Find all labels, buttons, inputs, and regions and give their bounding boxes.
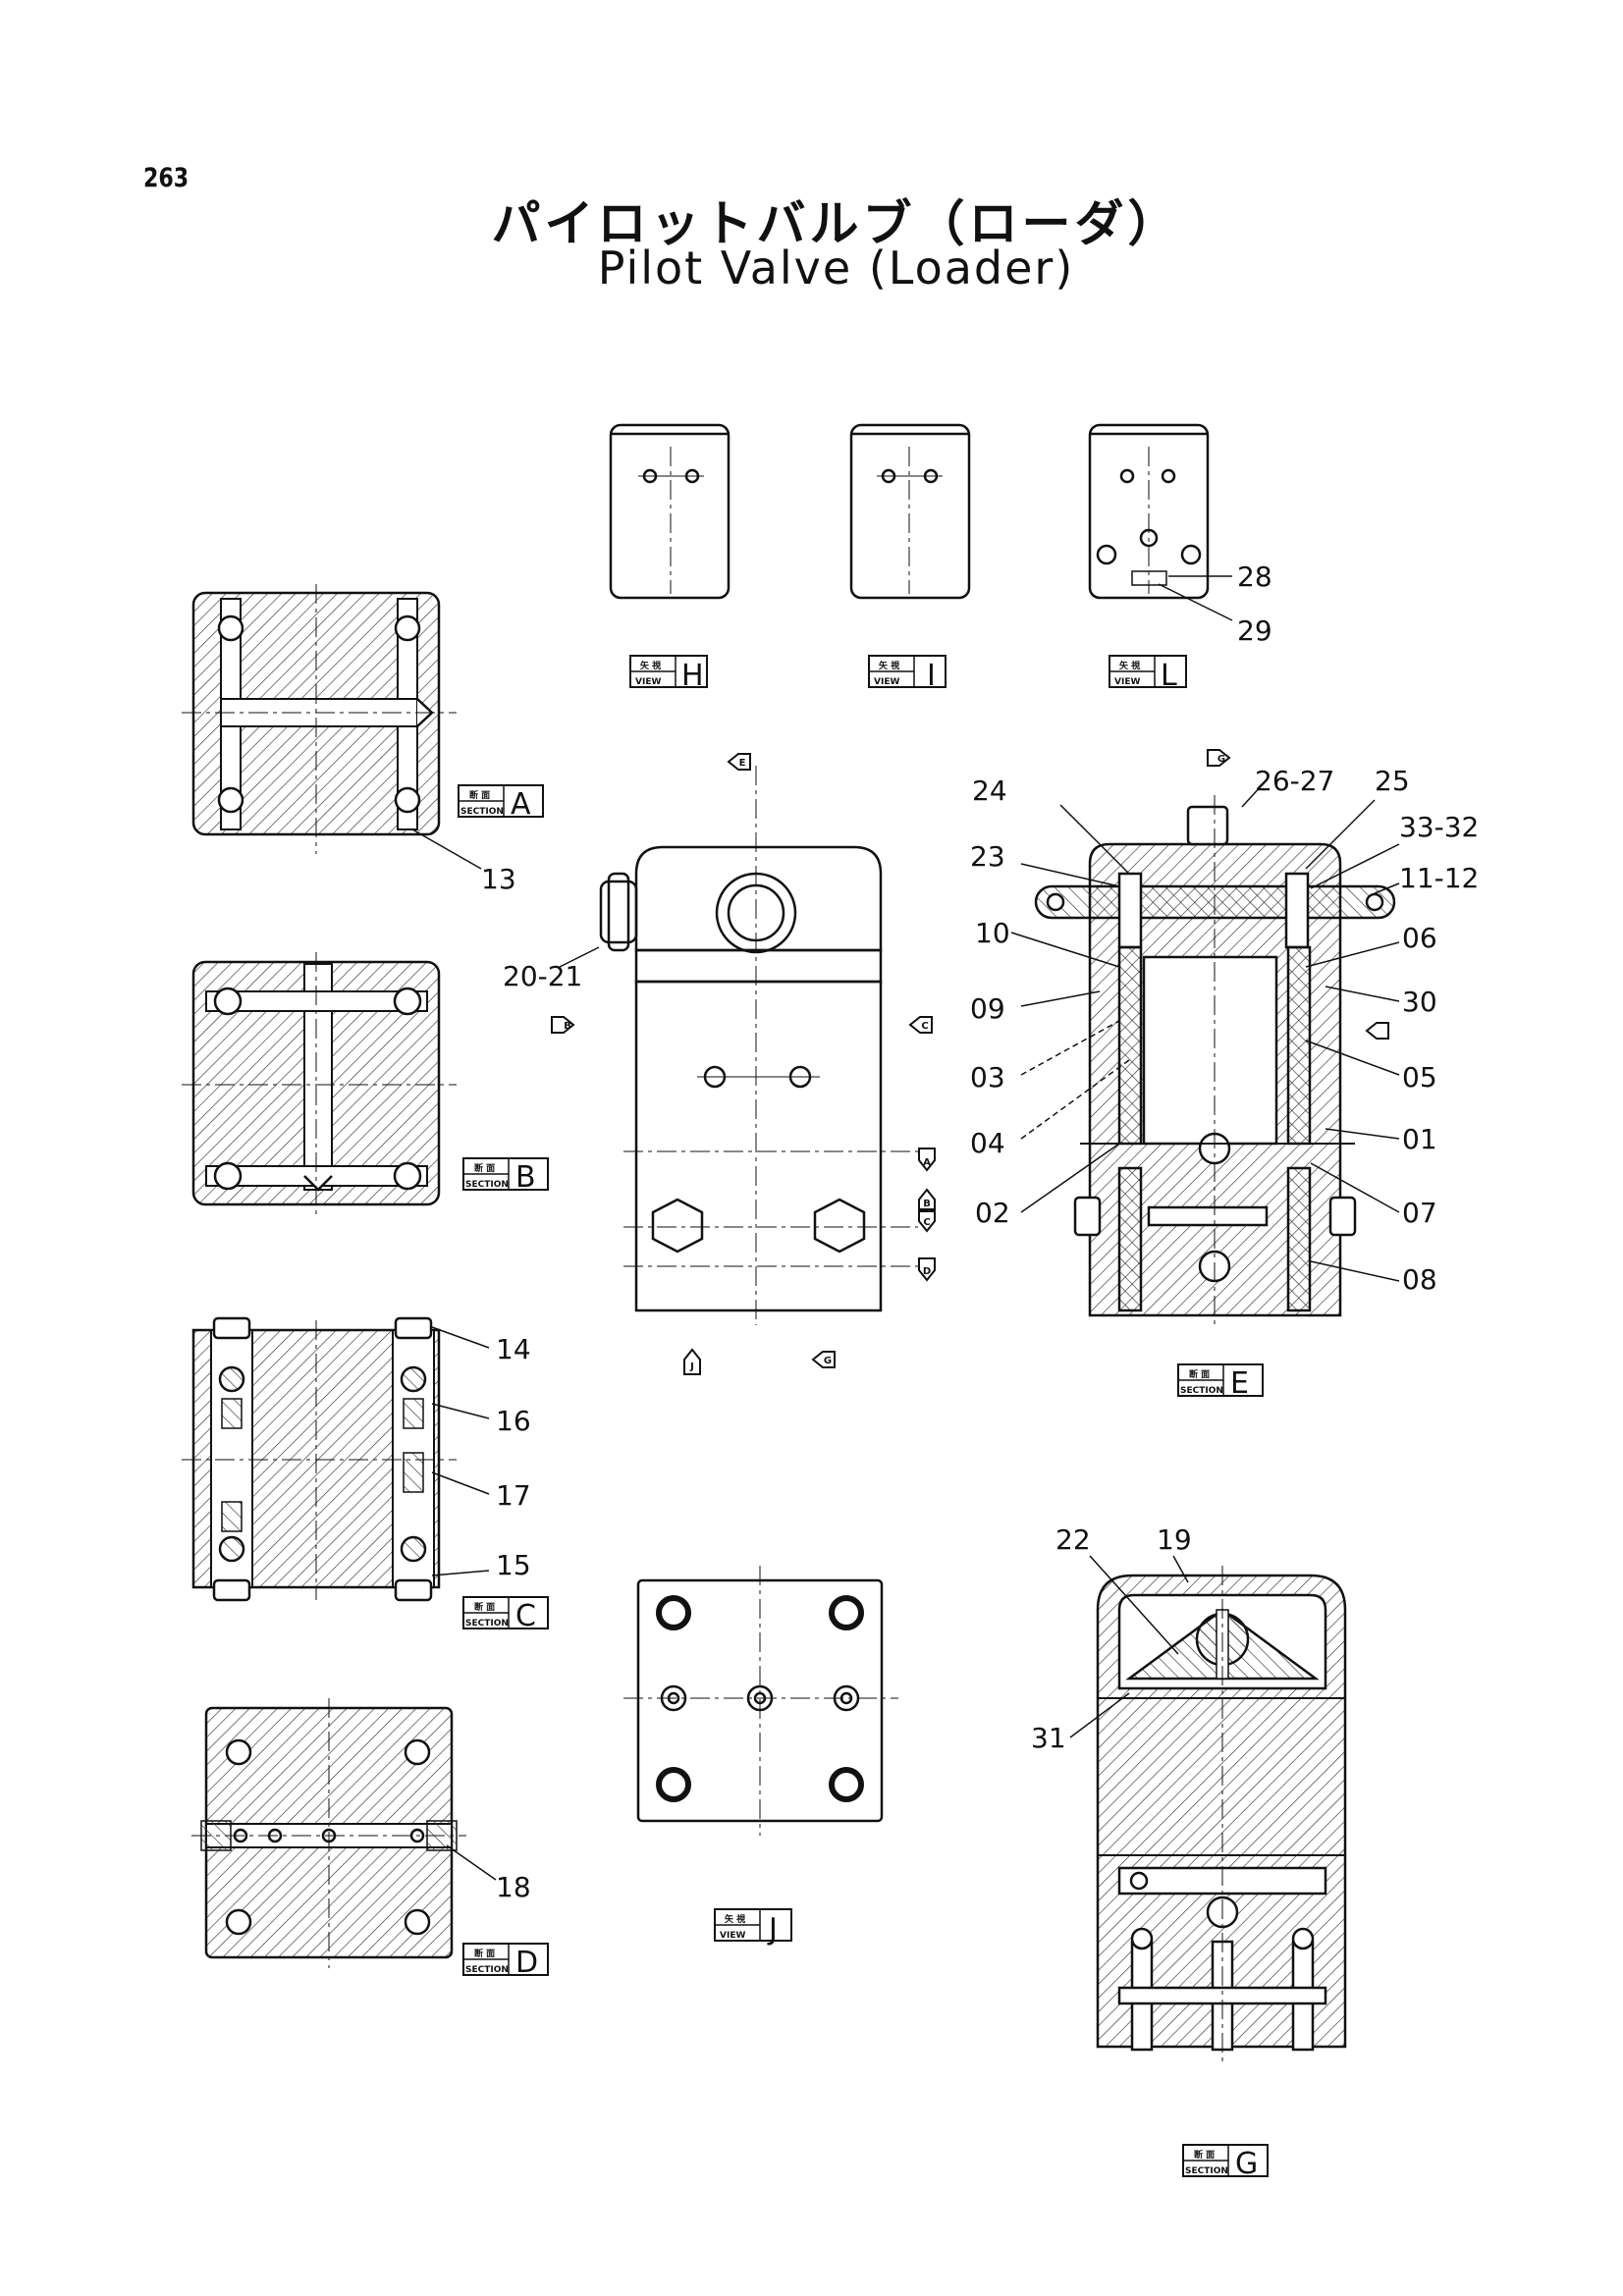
tag-frames — [458, 655, 1269, 2177]
callout-17: 17 — [496, 1479, 531, 1512]
part-callouts: 28 29 13 20-21 24 26-27 25 23 33-32 11-1… — [481, 561, 1479, 1903]
callout-01: 01 — [1402, 1123, 1437, 1155]
view-j-drawing — [623, 1566, 898, 1836]
section-b-drawing — [182, 952, 457, 1217]
svg-text:L: L — [1161, 659, 1177, 693]
svg-text:D: D — [923, 1266, 931, 1277]
callout-24: 24 — [972, 774, 1007, 807]
callout-10: 10 — [975, 917, 1010, 949]
title-japanese: パイロットバルブ（ローダ） — [491, 195, 1181, 252]
svg-text:断 面: 断 面 — [1194, 2149, 1215, 2161]
svg-text:E: E — [1230, 1366, 1249, 1401]
callout-26-27: 26-27 — [1255, 765, 1334, 797]
callout-03: 03 — [970, 1061, 1005, 1094]
view-tag-i: 矢 視 VIEW I — [874, 659, 936, 693]
callout-19: 19 — [1157, 1523, 1192, 1556]
callout-22: 22 — [1055, 1523, 1091, 1556]
view-h-block — [609, 423, 730, 600]
svg-text:SECTION: SECTION — [1185, 2166, 1228, 2176]
svg-text:G: G — [1217, 754, 1225, 765]
svg-text:D: D — [515, 1946, 538, 1980]
svg-text:J: J — [767, 1912, 778, 1947]
svg-text:C: C — [921, 1021, 928, 1032]
callout-04: 04 — [970, 1127, 1005, 1159]
svg-text:SECTION: SECTION — [465, 1180, 509, 1190]
svg-text:VIEW: VIEW — [720, 1931, 745, 1941]
section-g-drawing — [1069, 1555, 1347, 2061]
callout-09: 09 — [970, 992, 1005, 1025]
svg-text:矢 視: 矢 視 — [1119, 660, 1140, 671]
svg-text:断 面: 断 面 — [1189, 1368, 1210, 1380]
svg-text:SECTION: SECTION — [465, 1619, 509, 1629]
svg-text:SECTION: SECTION — [465, 1965, 509, 1975]
svg-text:矢 視: 矢 視 — [725, 1913, 745, 1925]
callout-33-32: 33-32 — [1399, 811, 1479, 843]
section-d-drawing — [191, 1698, 497, 1968]
svg-text:B: B — [923, 1199, 931, 1209]
svg-text:A: A — [511, 787, 531, 822]
section-tag-a: 断 面 SECTION A — [460, 787, 531, 822]
svg-text:断 面: 断 面 — [469, 789, 490, 801]
svg-text:G: G — [1235, 2147, 1258, 2181]
svg-text:SECTION: SECTION — [1180, 1386, 1223, 1396]
svg-text:C: C — [515, 1599, 536, 1633]
svg-text:J: J — [689, 1362, 694, 1372]
svg-text:B: B — [564, 1021, 571, 1032]
svg-text:SECTION: SECTION — [460, 807, 504, 817]
svg-text:A: A — [923, 1157, 931, 1168]
section-e-drawing — [1010, 784, 1400, 1325]
svg-text:矢 視: 矢 視 — [879, 660, 899, 671]
svg-text:VIEW: VIEW — [635, 677, 661, 687]
callout-05: 05 — [1402, 1061, 1437, 1094]
svg-text:断 面: 断 面 — [474, 1162, 495, 1174]
svg-text:矢 視: 矢 視 — [640, 660, 661, 671]
callout-29: 29 — [1237, 614, 1272, 647]
svg-text:C: C — [923, 1217, 930, 1228]
callout-31: 31 — [1031, 1722, 1066, 1754]
arrow-letters: E B C A B C D J G G — [564, 754, 1225, 1372]
section-tag-b: 断 面 SECTION B — [465, 1160, 536, 1195]
view-l-block — [1088, 423, 1233, 621]
svg-text:G: G — [824, 1356, 832, 1366]
svg-text:VIEW: VIEW — [1114, 677, 1140, 687]
svg-text:E: E — [739, 758, 746, 769]
callout-06: 06 — [1402, 922, 1437, 954]
svg-text:I: I — [927, 659, 936, 693]
view-tag-j: 矢 視 VIEW J — [720, 1912, 778, 1947]
callout-08: 08 — [1402, 1263, 1437, 1296]
svg-text:H: H — [681, 659, 704, 693]
section-tag-c: 断 面 SECTION C — [465, 1599, 536, 1633]
svg-text:VIEW: VIEW — [874, 677, 899, 687]
callout-16: 16 — [496, 1405, 531, 1437]
callout-14: 14 — [496, 1333, 531, 1365]
callout-28: 28 — [1237, 561, 1272, 593]
callout-07: 07 — [1402, 1197, 1437, 1229]
callout-30: 30 — [1402, 986, 1437, 1018]
callout-02: 02 — [975, 1197, 1010, 1229]
section-tag-e: 断 面 SECTION E — [1180, 1366, 1249, 1401]
callout-13: 13 — [481, 863, 516, 895]
svg-text:断 面: 断 面 — [474, 1948, 495, 1959]
callout-11-12: 11-12 — [1399, 862, 1479, 894]
callout-25: 25 — [1375, 765, 1410, 797]
view-arrows — [551, 749, 1389, 1375]
svg-text:断 面: 断 面 — [474, 1601, 495, 1613]
title-english: Pilot Valve (Loader) — [597, 241, 1075, 294]
view-tag-l: 矢 視 VIEW L — [1114, 659, 1177, 693]
front-view-drawing — [559, 766, 918, 1325]
callout-23: 23 — [970, 840, 1005, 873]
page-number: 263 — [143, 163, 189, 193]
callout-15: 15 — [496, 1549, 531, 1581]
callout-18: 18 — [496, 1871, 531, 1903]
section-a-drawing — [182, 584, 482, 870]
view-tag-h: 矢 視 VIEW H — [635, 659, 704, 693]
section-c-drawing — [182, 1316, 490, 1602]
view-i-block — [849, 423, 971, 600]
callout-20-21: 20-21 — [503, 960, 582, 992]
section-tag-g: 断 面 SECTION G — [1185, 2147, 1258, 2181]
svg-text:B: B — [515, 1160, 536, 1195]
section-tag-d: 断 面 SECTION D — [465, 1946, 538, 1980]
